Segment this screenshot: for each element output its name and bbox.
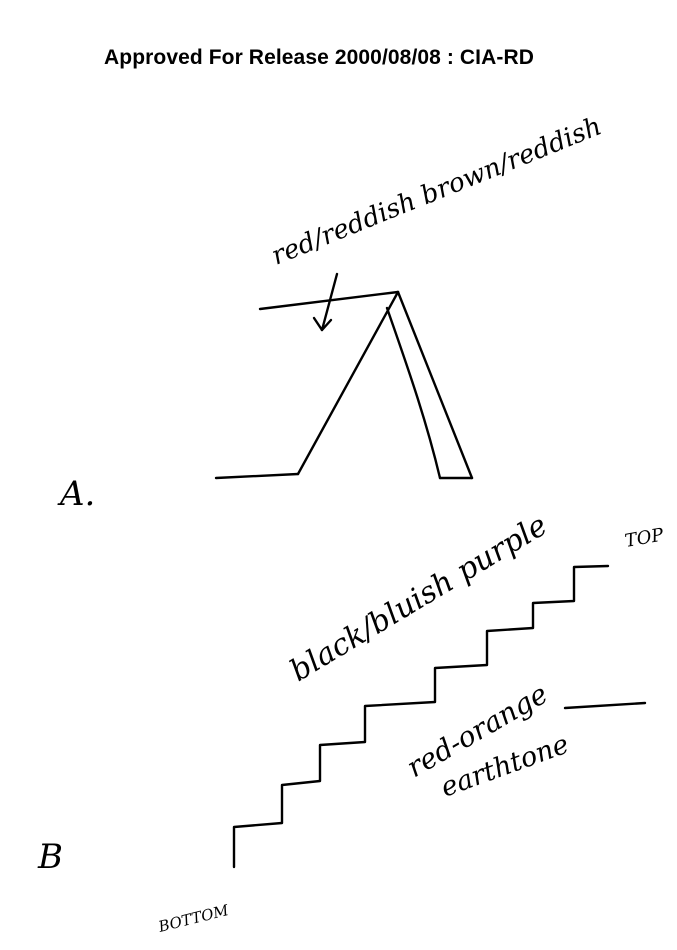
sketch-a-outer-slope (398, 292, 472, 478)
sketch-a-left-slope (298, 292, 398, 474)
label-a: A. (57, 474, 95, 514)
bottom-marker: BOTTOM (156, 901, 231, 936)
sketch-b-drawing (234, 566, 645, 867)
sketch-a-note: red/reddish brown/reddish (267, 111, 606, 271)
label-b: B (37, 837, 63, 877)
sketch-a-baseline-left (216, 474, 298, 478)
top-marker: TOP (623, 524, 666, 552)
sketch-a-drawing (216, 274, 472, 478)
sketch-b-upper-note: black/bluish purple (284, 508, 553, 689)
sketch-b-earthtone-underline (565, 703, 645, 708)
